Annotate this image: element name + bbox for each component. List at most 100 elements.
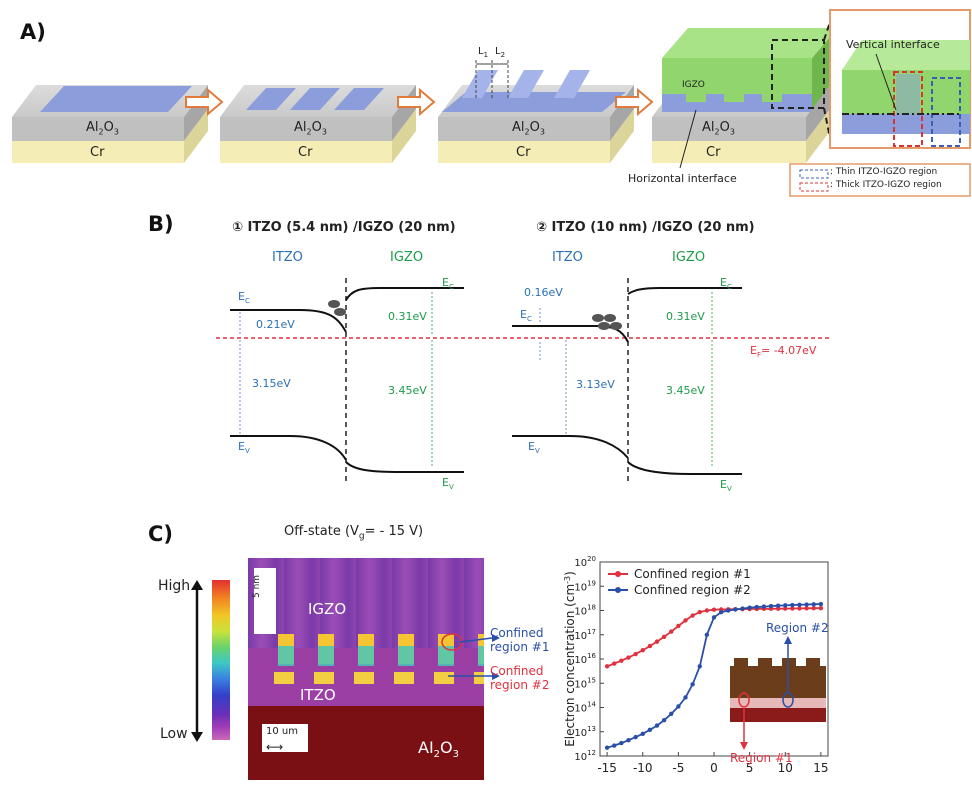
inset-bump: [782, 658, 796, 668]
stack-step-3: [438, 60, 634, 163]
series-2-point: [740, 606, 745, 611]
inset-bump: [806, 658, 820, 668]
case-2-ev-left: EV: [528, 440, 540, 456]
x-tick-label: 0: [710, 761, 718, 775]
case-1-title: ① ITZO (5.4 nm) /IGZO (20 nm): [232, 220, 456, 235]
series-2-point: [726, 608, 731, 613]
series-2-point: [754, 604, 759, 610]
case-1-right-gap: 0.31eV: [388, 310, 427, 323]
y-tick-label: 1015: [574, 676, 596, 690]
case-2-ec-right: EC: [720, 276, 732, 292]
case-1-ev-right: EV: [442, 476, 454, 492]
series-2-point: [683, 695, 688, 700]
block-2-oxide-label: Al2O3: [294, 120, 327, 137]
panel-a-label: A): [20, 20, 46, 44]
block-1-metal-label: Cr: [90, 145, 105, 160]
sim-al2o3-label: AI2O3: [418, 738, 460, 761]
case-2-right-bandgap: 3.45eV: [666, 384, 705, 397]
panel-c-label: C): [148, 522, 174, 546]
case-2-itzo-label: ITZO: [552, 250, 583, 265]
y-tick-label: 1017: [574, 628, 596, 642]
series-2-point: [612, 743, 617, 748]
panel-b-label: B): [148, 212, 174, 236]
series-1-point: [690, 613, 695, 618]
series-1-point: [619, 658, 624, 663]
y-tick-label: 1020: [574, 555, 596, 569]
case-2-left-gap: 0.16eV: [524, 286, 563, 299]
color-scale-bar: [212, 580, 230, 740]
simulation-image: [248, 558, 484, 780]
series-2-point: [718, 610, 724, 615]
case-1-ec-right: EC: [442, 276, 454, 292]
panel-a-diagram: [12, 9, 971, 197]
series-2-point: [640, 731, 645, 737]
low-label: Low: [160, 726, 188, 742]
inset-oxide: [730, 708, 826, 722]
series-1-point: [661, 634, 667, 640]
y-tick-label: 1012: [574, 749, 596, 763]
case-2-left-bandgap: 3.13eV: [576, 378, 615, 391]
inset-itzo: [730, 698, 826, 708]
series-1-point: [704, 608, 710, 613]
legend-thin-label: : Thin ITZO-IGZO region: [830, 167, 938, 177]
series-1-point: [676, 623, 681, 629]
case-2-igzo-label: IGZO: [672, 250, 706, 265]
series-2-point: [690, 682, 695, 687]
inset-region-1-arrowhead: [740, 742, 748, 750]
series-1-point: [711, 607, 717, 612]
y-tick-label: 1014: [574, 701, 596, 715]
l1-label: L1: [478, 46, 489, 59]
series-2-point: [783, 603, 788, 608]
inset-bump: [758, 658, 772, 668]
series-1-point: [790, 606, 795, 611]
legend-thick-label: : Thick ITZO-IGZO region: [830, 180, 942, 190]
case-1-left-bandgap: 3.15eV: [252, 377, 291, 390]
arrow-2: [397, 87, 436, 117]
series-1-point: [640, 648, 645, 653]
series-2-point: [747, 605, 752, 610]
case-1-itzo-label: ITZO: [272, 250, 303, 265]
series-2-point: [619, 740, 624, 746]
case-1-ec-left: EC: [238, 290, 250, 306]
sim-5nm-label: 5 nm: [252, 574, 262, 598]
block-2-metal-label: Cr: [298, 145, 313, 160]
series-2-point: [654, 723, 660, 728]
series-2-point: [818, 601, 824, 607]
case-1-right-bandgap: 3.45eV: [388, 384, 427, 397]
x-tick-label: -10: [633, 761, 653, 775]
stack-step-4: [652, 15, 838, 169]
band-diagram: [216, 278, 832, 484]
series-1-point: [612, 661, 617, 666]
series-2-point: [647, 727, 653, 733]
y-tick-label: 1016: [574, 652, 596, 666]
series-1-point: [633, 651, 638, 657]
series-1-point: [797, 606, 802, 611]
offstate-title: Off-state (Vg= - 15 V): [284, 524, 424, 542]
zoom-inset: [829, 9, 971, 149]
case-1-ev-left: EV: [238, 440, 250, 456]
series-2-point: [711, 615, 717, 620]
series-1-point: [804, 606, 809, 611]
series-2-point: [697, 664, 702, 669]
x-tick-label: 5: [746, 761, 754, 775]
block-1-oxide-label: Al2O3: [86, 120, 119, 137]
y-tick-label: 1013: [574, 725, 596, 739]
series-2-point: [733, 607, 738, 612]
series-2-point: [761, 604, 767, 609]
x-tick-label: 10: [778, 761, 793, 775]
block-4-metal-label: Cr: [706, 145, 721, 160]
inset-region-2-label: Region #2: [766, 621, 829, 635]
block-4-oxide-label: Al2O3: [702, 120, 735, 137]
arrow-1: [185, 87, 224, 117]
case-2-ec-left: EC: [520, 308, 532, 324]
sim-itzo-row: [268, 672, 484, 684]
y-tick-label: 1018: [574, 604, 596, 618]
legend-marker-2: [615, 587, 621, 593]
sim-igzo-label: IGZO: [308, 600, 347, 618]
case-1-igzo-label: IGZO: [390, 250, 424, 265]
series-1-point: [783, 606, 788, 611]
series-2-point: [804, 602, 809, 607]
series-1-point: [604, 664, 610, 669]
